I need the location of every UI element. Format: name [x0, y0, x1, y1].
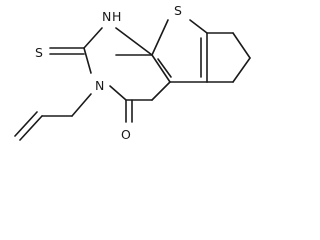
- bond-ch2-ch2-right: [232, 32, 251, 59]
- bond-n3-ch2: [71, 93, 92, 117]
- bond-c4a-c4a2: [151, 81, 171, 101]
- bond-ch2-ch2-bottom-right: [232, 57, 251, 83]
- atom-label-o: O: [121, 127, 131, 142]
- atom-label-s-ring: S: [174, 3, 182, 18]
- bond-c4a-c8a: [151, 54, 171, 83]
- bond-s-c7a: [189, 19, 208, 34]
- bond-ch-ch2-double: [19, 115, 43, 141]
- molecule-structure-diagram: N H S S N O: [14, 3, 251, 142]
- atom-label-n1: N: [102, 9, 111, 24]
- bond-c8a-c4a-double: [157, 58, 172, 78]
- atom-label-h1: H: [112, 9, 121, 24]
- bond-ch-ch2-double-inner: [14, 111, 38, 137]
- bond-n1-c2: [83, 27, 103, 49]
- bond-c8a-s: [151, 19, 169, 56]
- bond-c2-n3: [83, 47, 92, 74]
- bond-ring-n1-c8a: [115, 27, 153, 56]
- atom-label-s-thione: S: [35, 45, 43, 60]
- bond-n3-c4: [109, 85, 127, 101]
- atom-label-n3: N: [95, 78, 104, 93]
